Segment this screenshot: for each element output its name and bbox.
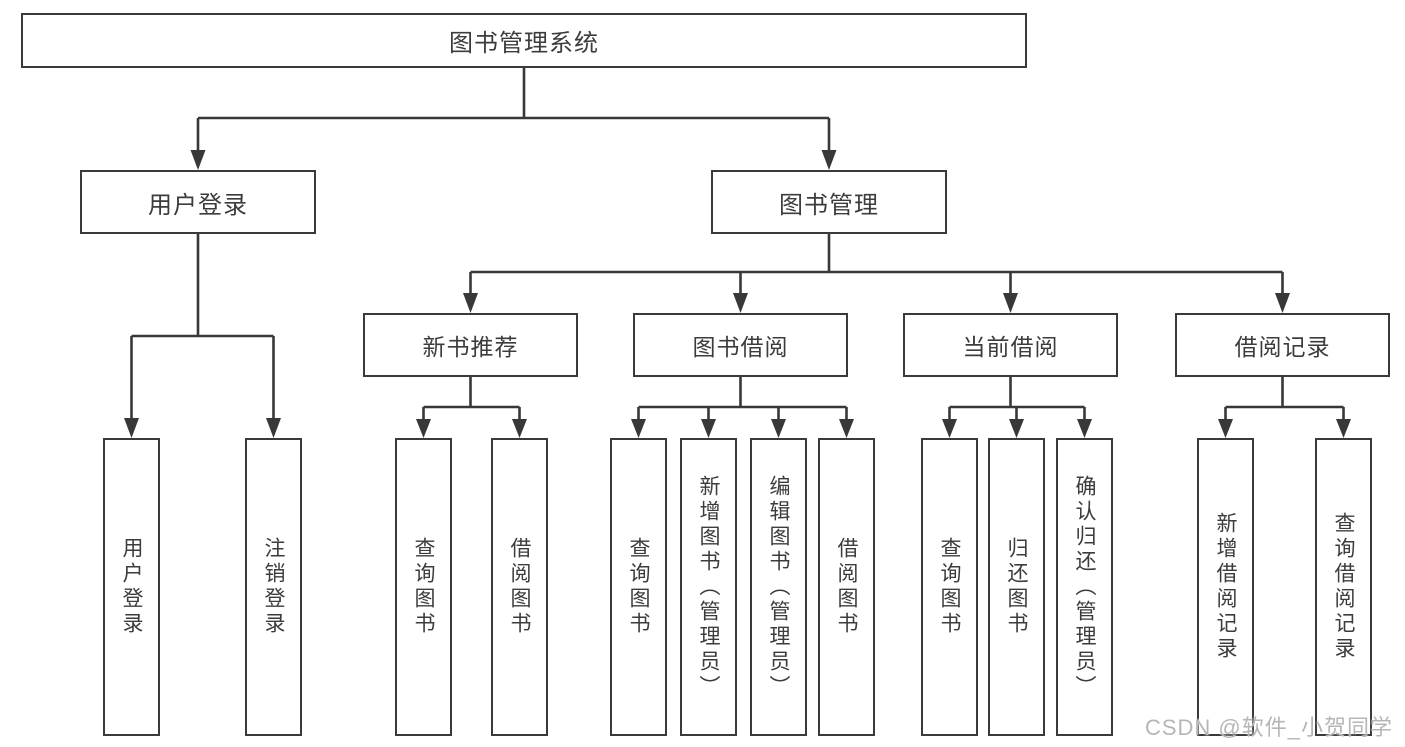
node-current-borrowing: 当前借阅: [903, 313, 1118, 377]
leaf-label: 借阅图书: [835, 537, 858, 637]
leaf-label: 归还图书: [1005, 537, 1028, 637]
connector-user-login-to-leaves: [124, 233, 281, 438]
leaf-query-books-1: 查询图书: [395, 438, 452, 736]
connector-new-book-to-leaves: [416, 377, 527, 438]
leaf-label: 注销登录: [262, 537, 285, 637]
node-new-book-recommend: 新书推荐: [363, 313, 578, 377]
leaf-label: 查询图书: [938, 537, 961, 637]
connector-borrow-record-to-leaves: [1218, 377, 1351, 438]
leaf-query-borrow-record: 查询借阅记录: [1315, 438, 1372, 736]
node-user-login: 用户登录: [80, 170, 316, 234]
node-library-system: 图书管理系统: [21, 13, 1027, 68]
leaf-query-books-3: 查询图书: [921, 438, 978, 736]
leaf-user-login: 用户登录: [103, 438, 160, 736]
leaf-label: 编辑图书（管理员）: [767, 474, 790, 700]
leaf-logout: 注销登录: [245, 438, 302, 736]
leaf-borrow-books-2: 借阅图书: [818, 438, 875, 736]
leaf-label: 确认归还（管理员）: [1073, 474, 1096, 700]
leaf-label: 用户登录: [120, 537, 143, 637]
leaf-confirm-return-admin: 确认归还（管理员）: [1056, 438, 1113, 736]
leaf-add-books-admin: 新增图书（管理员）: [680, 438, 737, 736]
node-book-borrowing: 图书借阅: [633, 313, 848, 377]
connector-root-to-level2: [190, 68, 837, 170]
node-book-management: 图书管理: [711, 170, 947, 234]
leaf-label: 新增借阅记录: [1214, 512, 1237, 662]
connector-current-borrow-to-leaves: [942, 377, 1092, 438]
leaf-label: 新增图书（管理员）: [697, 474, 720, 700]
leaf-query-books-2: 查询图书: [610, 438, 667, 736]
node-borrowing-records: 借阅记录: [1175, 313, 1390, 377]
leaf-label: 查询借阅记录: [1332, 512, 1355, 662]
connector-book-mgmt-to-level3: [463, 234, 1290, 313]
csdn-watermark: CSDN @软件_小贺同学: [1144, 715, 1393, 740]
leaf-edit-books-admin: 编辑图书（管理员）: [750, 438, 807, 736]
leaf-return-books: 归还图书: [988, 438, 1045, 736]
leaf-label: 查询图书: [412, 537, 435, 637]
leaf-borrow-books-1: 借阅图书: [491, 438, 548, 736]
connector-book-borrow-to-leaves: [631, 377, 854, 438]
leaf-label: 查询图书: [627, 537, 650, 637]
leaf-label: 借阅图书: [508, 537, 531, 637]
leaf-add-borrow-record: 新增借阅记录: [1197, 438, 1254, 736]
